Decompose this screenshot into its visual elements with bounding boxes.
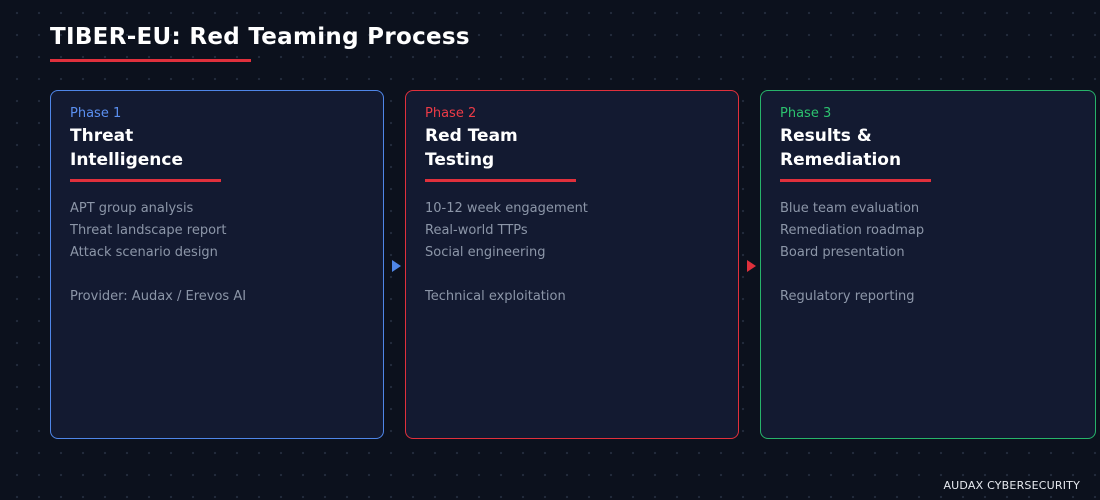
- phase-card-red-team-testing: Phase 2 Red Team Testing 10-12 week enga…: [405, 90, 739, 439]
- phase-title-line: Red Team: [425, 126, 518, 146]
- phase-title: Results & Remediation: [780, 124, 901, 172]
- phase-title-underline: [780, 179, 931, 182]
- list-item: Attack scenario design: [70, 245, 218, 260]
- phase-title-line: Results &: [780, 126, 872, 146]
- phase-title-line: Testing: [425, 150, 495, 170]
- arrow-right-icon: [392, 260, 401, 272]
- phase-item-list: APT group analysis Threat landscape repo…: [70, 198, 246, 308]
- title-underline: [50, 59, 251, 62]
- phase-card-threat-intelligence: Phase 1 Threat Intelligence APT group an…: [50, 90, 384, 439]
- list-item: Regulatory reporting: [780, 289, 915, 304]
- phase-title-line: Remediation: [780, 150, 902, 170]
- list-item: Social engineering: [425, 245, 546, 260]
- footer-brand: AUDAX CYBERSECURITY: [943, 479, 1080, 492]
- list-item: Threat landscape report: [70, 223, 227, 238]
- phase-card-results-remediation: Phase 3 Results & Remediation Blue team …: [760, 90, 1096, 439]
- list-spacer: [70, 264, 246, 286]
- list-spacer: [425, 264, 588, 286]
- list-item: Blue team evaluation: [780, 201, 920, 216]
- phase-title: Red Team Testing: [425, 124, 518, 172]
- page-title: TIBER-EU: Red Teaming Process: [50, 24, 470, 50]
- list-item: APT group analysis: [70, 201, 194, 216]
- phase-title-line: Intelligence: [70, 150, 183, 170]
- phase-title: Threat Intelligence: [70, 124, 183, 172]
- list-item: Real-world TTPs: [425, 223, 528, 238]
- phase-title-underline: [425, 179, 576, 182]
- list-item: Board presentation: [780, 245, 905, 260]
- phase-label: Phase 3: [780, 106, 832, 121]
- phase-title-line: Threat: [70, 126, 134, 146]
- phase-item-list: Blue team evaluation Remediation roadmap…: [780, 198, 924, 308]
- arrow-right-icon: [747, 260, 756, 272]
- list-spacer: [780, 264, 924, 286]
- phase-title-underline: [70, 179, 221, 182]
- list-item: Provider: Audax / Erevos AI: [70, 289, 247, 304]
- list-item: 10-12 week engagement: [425, 201, 588, 216]
- list-item: Remediation roadmap: [780, 223, 925, 238]
- phase-label: Phase 2: [425, 106, 477, 121]
- list-item: Technical exploitation: [425, 289, 566, 304]
- phase-label: Phase 1: [70, 106, 122, 121]
- phase-item-list: 10-12 week engagement Real-world TTPs So…: [425, 198, 588, 308]
